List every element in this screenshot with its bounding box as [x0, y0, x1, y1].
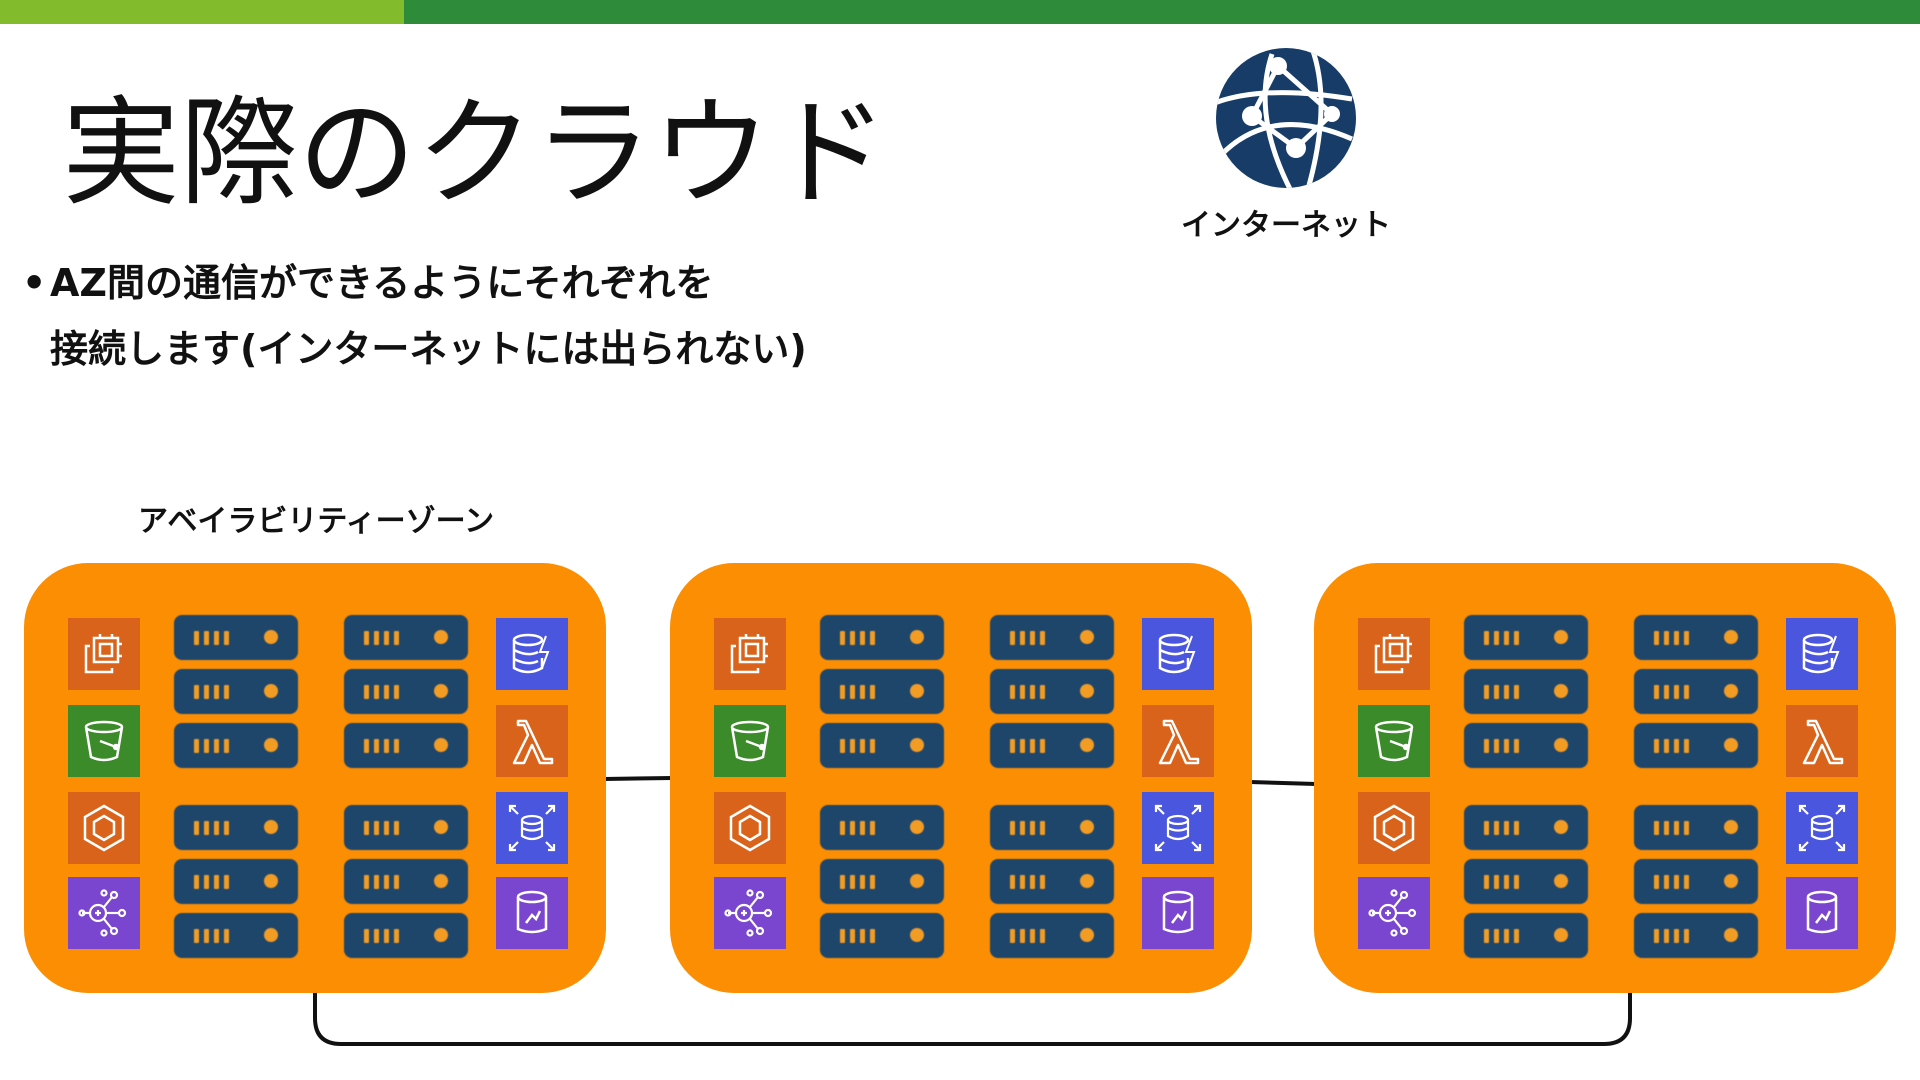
az-label: アベイラビリティーゾーン — [138, 504, 495, 539]
lambda-icon — [1142, 705, 1214, 777]
dynamodb-icon — [1142, 618, 1214, 690]
server-rack-icon — [344, 669, 468, 714]
server-rack-icon — [1634, 805, 1758, 850]
graph-hub-icon — [68, 877, 140, 949]
server-rack-icon — [1634, 615, 1758, 660]
s3-bucket-icon — [1358, 705, 1430, 777]
server-rack-icon — [174, 615, 298, 660]
database-cylinder-icon — [1142, 877, 1214, 949]
availability-zone-3 — [1314, 563, 1896, 993]
server-rack-icon — [1464, 913, 1588, 958]
dynamodb-icon — [496, 618, 568, 690]
rds-icon — [1786, 792, 1858, 864]
globe-network-icon — [1212, 44, 1360, 192]
bullet-line-2: 接続します(インターネットには出られない) — [50, 327, 807, 371]
database-cylinder-icon — [1786, 877, 1858, 949]
s3-bucket-icon — [68, 705, 140, 777]
rds-icon — [1142, 792, 1214, 864]
connector-az1-az2 — [603, 776, 673, 781]
server-rack-icon — [1464, 723, 1588, 768]
ecs-hexagon-icon — [68, 792, 140, 864]
graph-hub-icon — [1358, 877, 1430, 949]
server-rack-icon — [344, 615, 468, 660]
server-rack-icon — [174, 805, 298, 850]
server-rack-icon — [1464, 615, 1588, 660]
server-rack-icon — [174, 723, 298, 768]
server-rack-icon — [344, 913, 468, 958]
connector-az2-az3 — [1249, 780, 1317, 786]
bullet-line-1: AZ間の通信ができるようにそれぞれを — [50, 261, 714, 305]
server-rack-icon — [174, 669, 298, 714]
graph-hub-icon — [714, 877, 786, 949]
ecs-hexagon-icon — [714, 792, 786, 864]
connector-az1-az3 — [313, 992, 1632, 1046]
ec2-chip-icon — [714, 618, 786, 690]
server-rack-icon — [174, 859, 298, 904]
server-rack-icon — [1464, 805, 1588, 850]
internet-label: インターネット — [1181, 208, 1391, 243]
server-rack-icon — [820, 805, 944, 850]
ecs-hexagon-icon — [1358, 792, 1430, 864]
s3-bucket-icon — [714, 705, 786, 777]
top-accent-bar-light — [0, 0, 404, 24]
server-rack-icon — [1634, 859, 1758, 904]
server-rack-icon — [990, 723, 1114, 768]
availability-zone-2 — [670, 563, 1252, 993]
database-cylinder-icon — [496, 877, 568, 949]
availability-zone-1 — [24, 563, 606, 993]
server-rack-icon — [1464, 859, 1588, 904]
server-rack-icon — [344, 723, 468, 768]
server-rack-icon — [1634, 669, 1758, 714]
top-accent-bar — [0, 0, 1920, 24]
rds-icon — [496, 792, 568, 864]
server-rack-icon — [990, 859, 1114, 904]
server-rack-icon — [1464, 669, 1588, 714]
server-rack-icon — [820, 859, 944, 904]
server-rack-icon — [344, 859, 468, 904]
server-rack-icon — [174, 913, 298, 958]
top-accent-bar-dark — [404, 0, 1920, 24]
slide-title: 実際のクラウド — [62, 84, 889, 222]
server-rack-icon — [990, 805, 1114, 850]
server-rack-icon — [1634, 913, 1758, 958]
server-rack-icon — [990, 669, 1114, 714]
server-rack-icon — [820, 669, 944, 714]
server-rack-icon — [990, 615, 1114, 660]
server-rack-icon — [820, 913, 944, 958]
lambda-icon — [1786, 705, 1858, 777]
server-rack-icon — [1634, 723, 1758, 768]
server-rack-icon — [344, 805, 468, 850]
dynamodb-icon — [1786, 618, 1858, 690]
server-rack-icon — [820, 615, 944, 660]
ec2-chip-icon — [68, 618, 140, 690]
bullet-dot: • — [22, 261, 47, 305]
ec2-chip-icon — [1358, 618, 1430, 690]
server-rack-icon — [990, 913, 1114, 958]
server-rack-icon — [820, 723, 944, 768]
lambda-icon — [496, 705, 568, 777]
